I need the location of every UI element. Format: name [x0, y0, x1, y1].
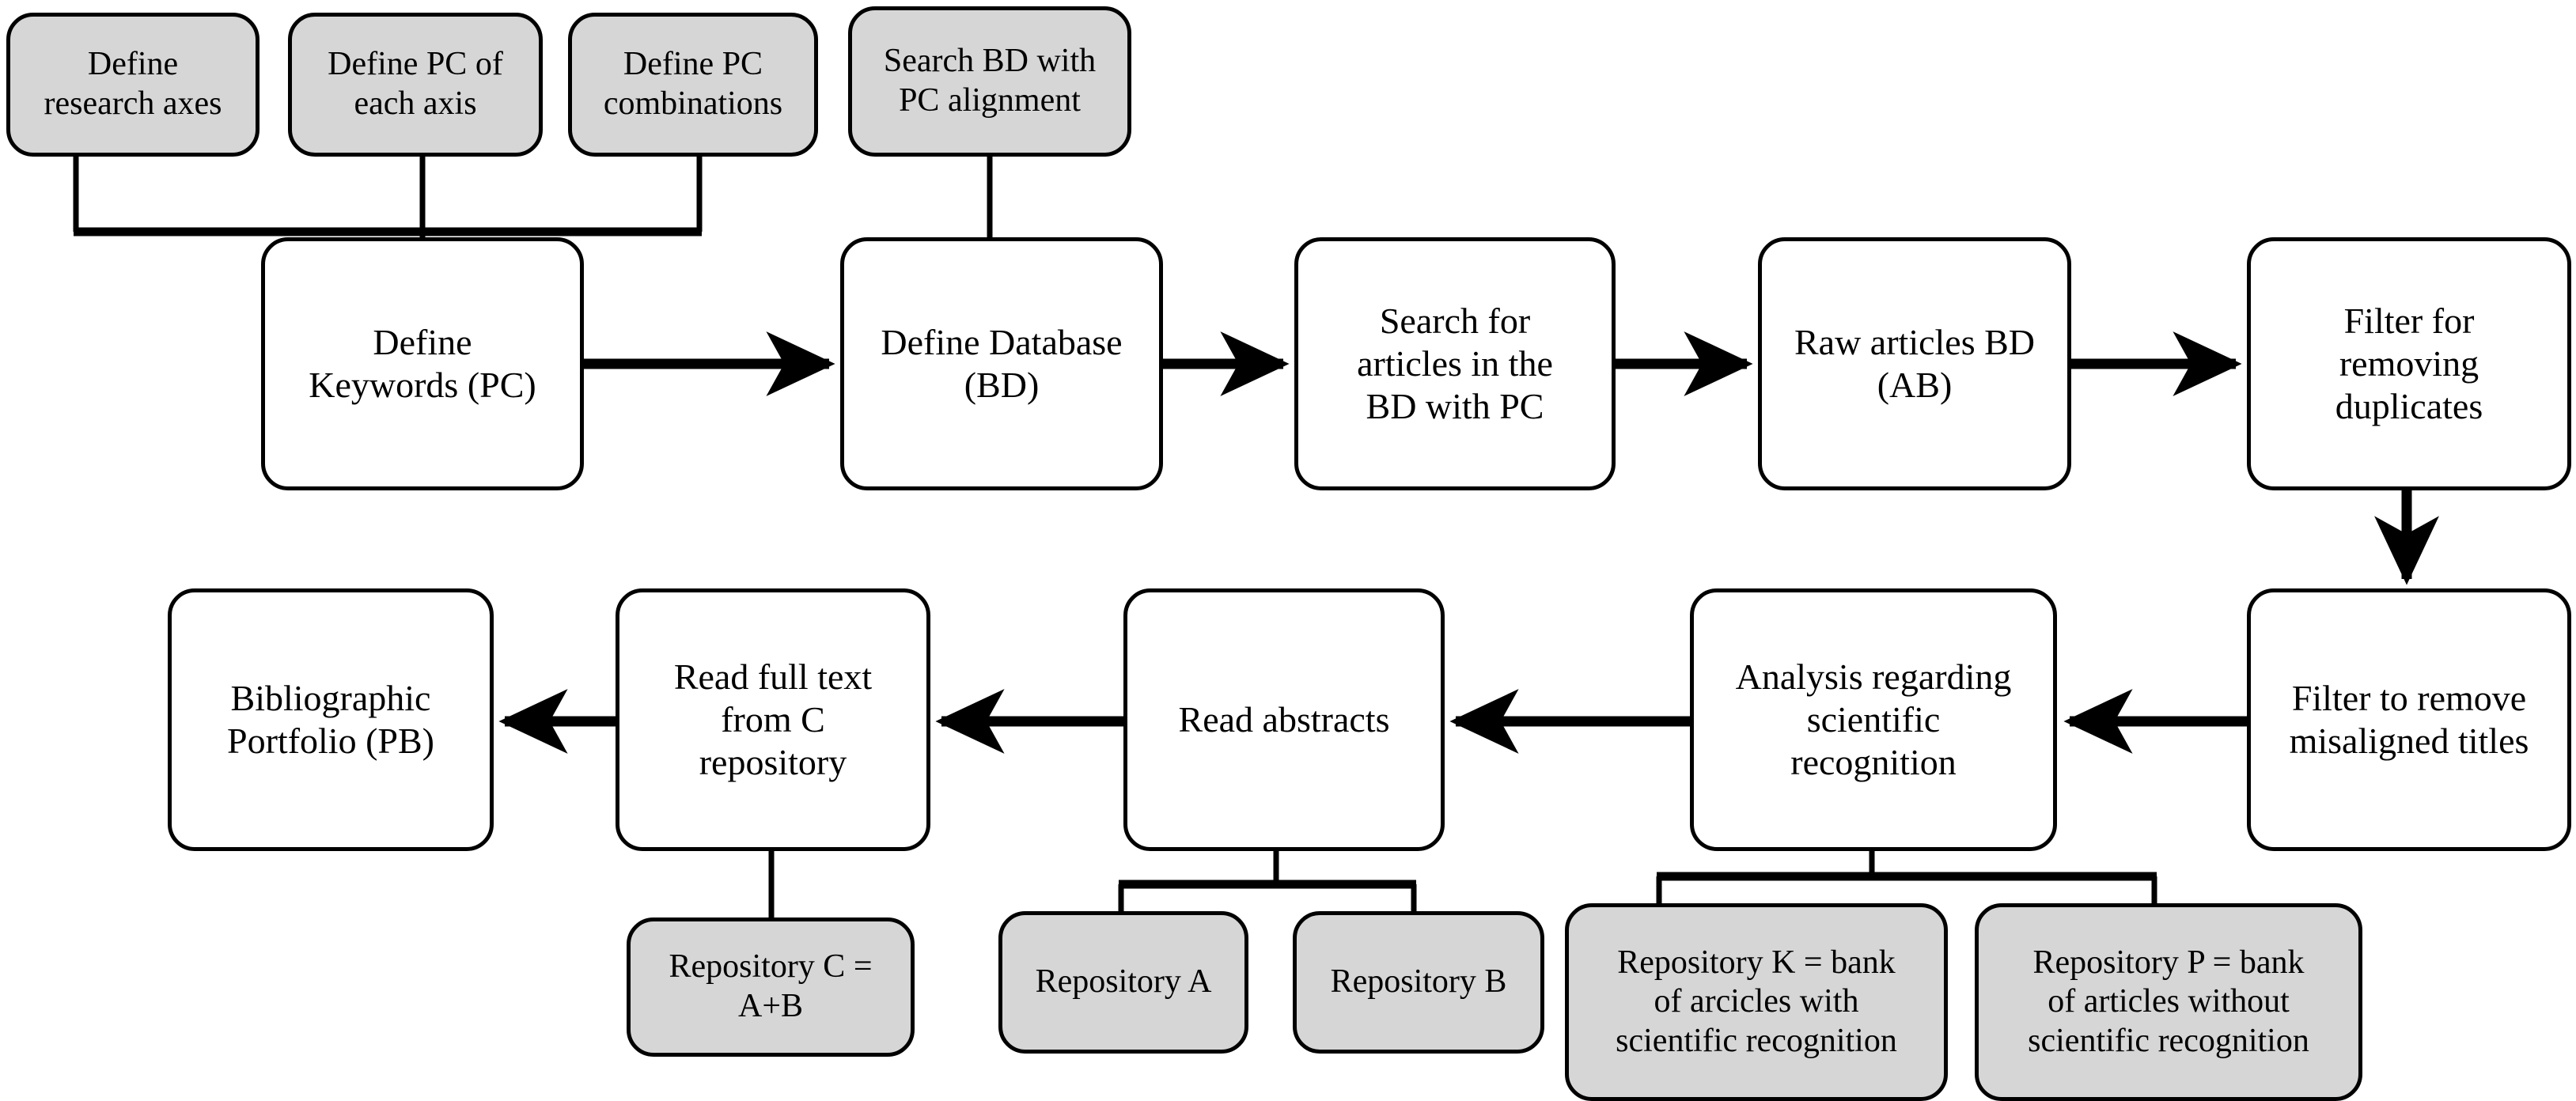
node-filter-for-removing-duplicates[interactable]: Filter for removing duplicates	[2247, 237, 2571, 490]
node-label: Search for articles in the BD with PC	[1357, 300, 1553, 427]
node-define-pc-of-each-axis[interactable]: Define PC of each axis	[288, 13, 543, 157]
node-label: Read abstracts	[1178, 698, 1390, 740]
node-define-keywords-pc[interactable]: Define Keywords (PC)	[261, 237, 584, 490]
node-label: Analysis regarding scientific recognitio…	[1735, 656, 2012, 783]
node-raw-articles-bd-ab[interactable]: Raw articles BD (AB)	[1758, 237, 2071, 490]
node-label: Repository P = bank of articles without …	[2028, 944, 2309, 1059]
node-label: Raw articles BD (AB)	[1794, 321, 2036, 405]
node-label: Repository C = A+B	[669, 948, 873, 1024]
node-search-for-articles[interactable]: Search for articles in the BD with PC	[1294, 237, 1616, 490]
node-label: Read full text from C repository	[673, 656, 873, 783]
node-label: Repository B	[1330, 963, 1507, 1001]
node-label: Repository A	[1035, 963, 1212, 1001]
node-define-research-axes[interactable]: Define research axes	[6, 13, 259, 157]
node-repository-k[interactable]: Repository K = bank of arcicles with sci…	[1565, 903, 1948, 1101]
node-label: Bibliographic Portfolio (PB)	[227, 677, 434, 761]
node-define-pc-combinations[interactable]: Define PC combinations	[568, 13, 818, 157]
node-read-abstracts[interactable]: Read abstracts	[1123, 588, 1445, 851]
node-analysis-regarding-scientific-recognition[interactable]: Analysis regarding scientific recognitio…	[1690, 588, 2057, 851]
node-repository-b[interactable]: Repository B	[1293, 911, 1544, 1054]
node-repository-a[interactable]: Repository A	[998, 911, 1248, 1054]
node-label: Filter to remove misaligned titles	[2289, 677, 2529, 761]
node-search-bd-with-pc-alignment[interactable]: Search BD with PC alignment	[848, 6, 1131, 157]
node-repository-p[interactable]: Repository P = bank of articles without …	[1975, 903, 2362, 1101]
node-read-full-text-from-c-repository[interactable]: Read full text from C repository	[616, 588, 930, 851]
node-label: Repository K = bank of arcicles with sci…	[1616, 944, 1897, 1059]
node-label: Define research axes	[44, 46, 222, 122]
node-label: Define PC combinations	[603, 46, 783, 122]
node-repository-c[interactable]: Repository C = A+B	[627, 918, 915, 1057]
node-filter-to-remove-misaligned-titles[interactable]: Filter to remove misaligned titles	[2247, 588, 2571, 851]
node-bibliographic-portfolio-pb[interactable]: Bibliographic Portfolio (PB)	[168, 588, 494, 851]
node-label: Filter for removing duplicates	[2335, 300, 2483, 427]
node-label: Search BD with PC alignment	[883, 43, 1097, 119]
node-label: Define Keywords (PC)	[309, 321, 536, 405]
node-define-database-bd[interactable]: Define Database (BD)	[840, 237, 1163, 490]
node-label: Define Database (BD)	[881, 321, 1123, 405]
node-label: Define PC of each axis	[328, 46, 503, 122]
